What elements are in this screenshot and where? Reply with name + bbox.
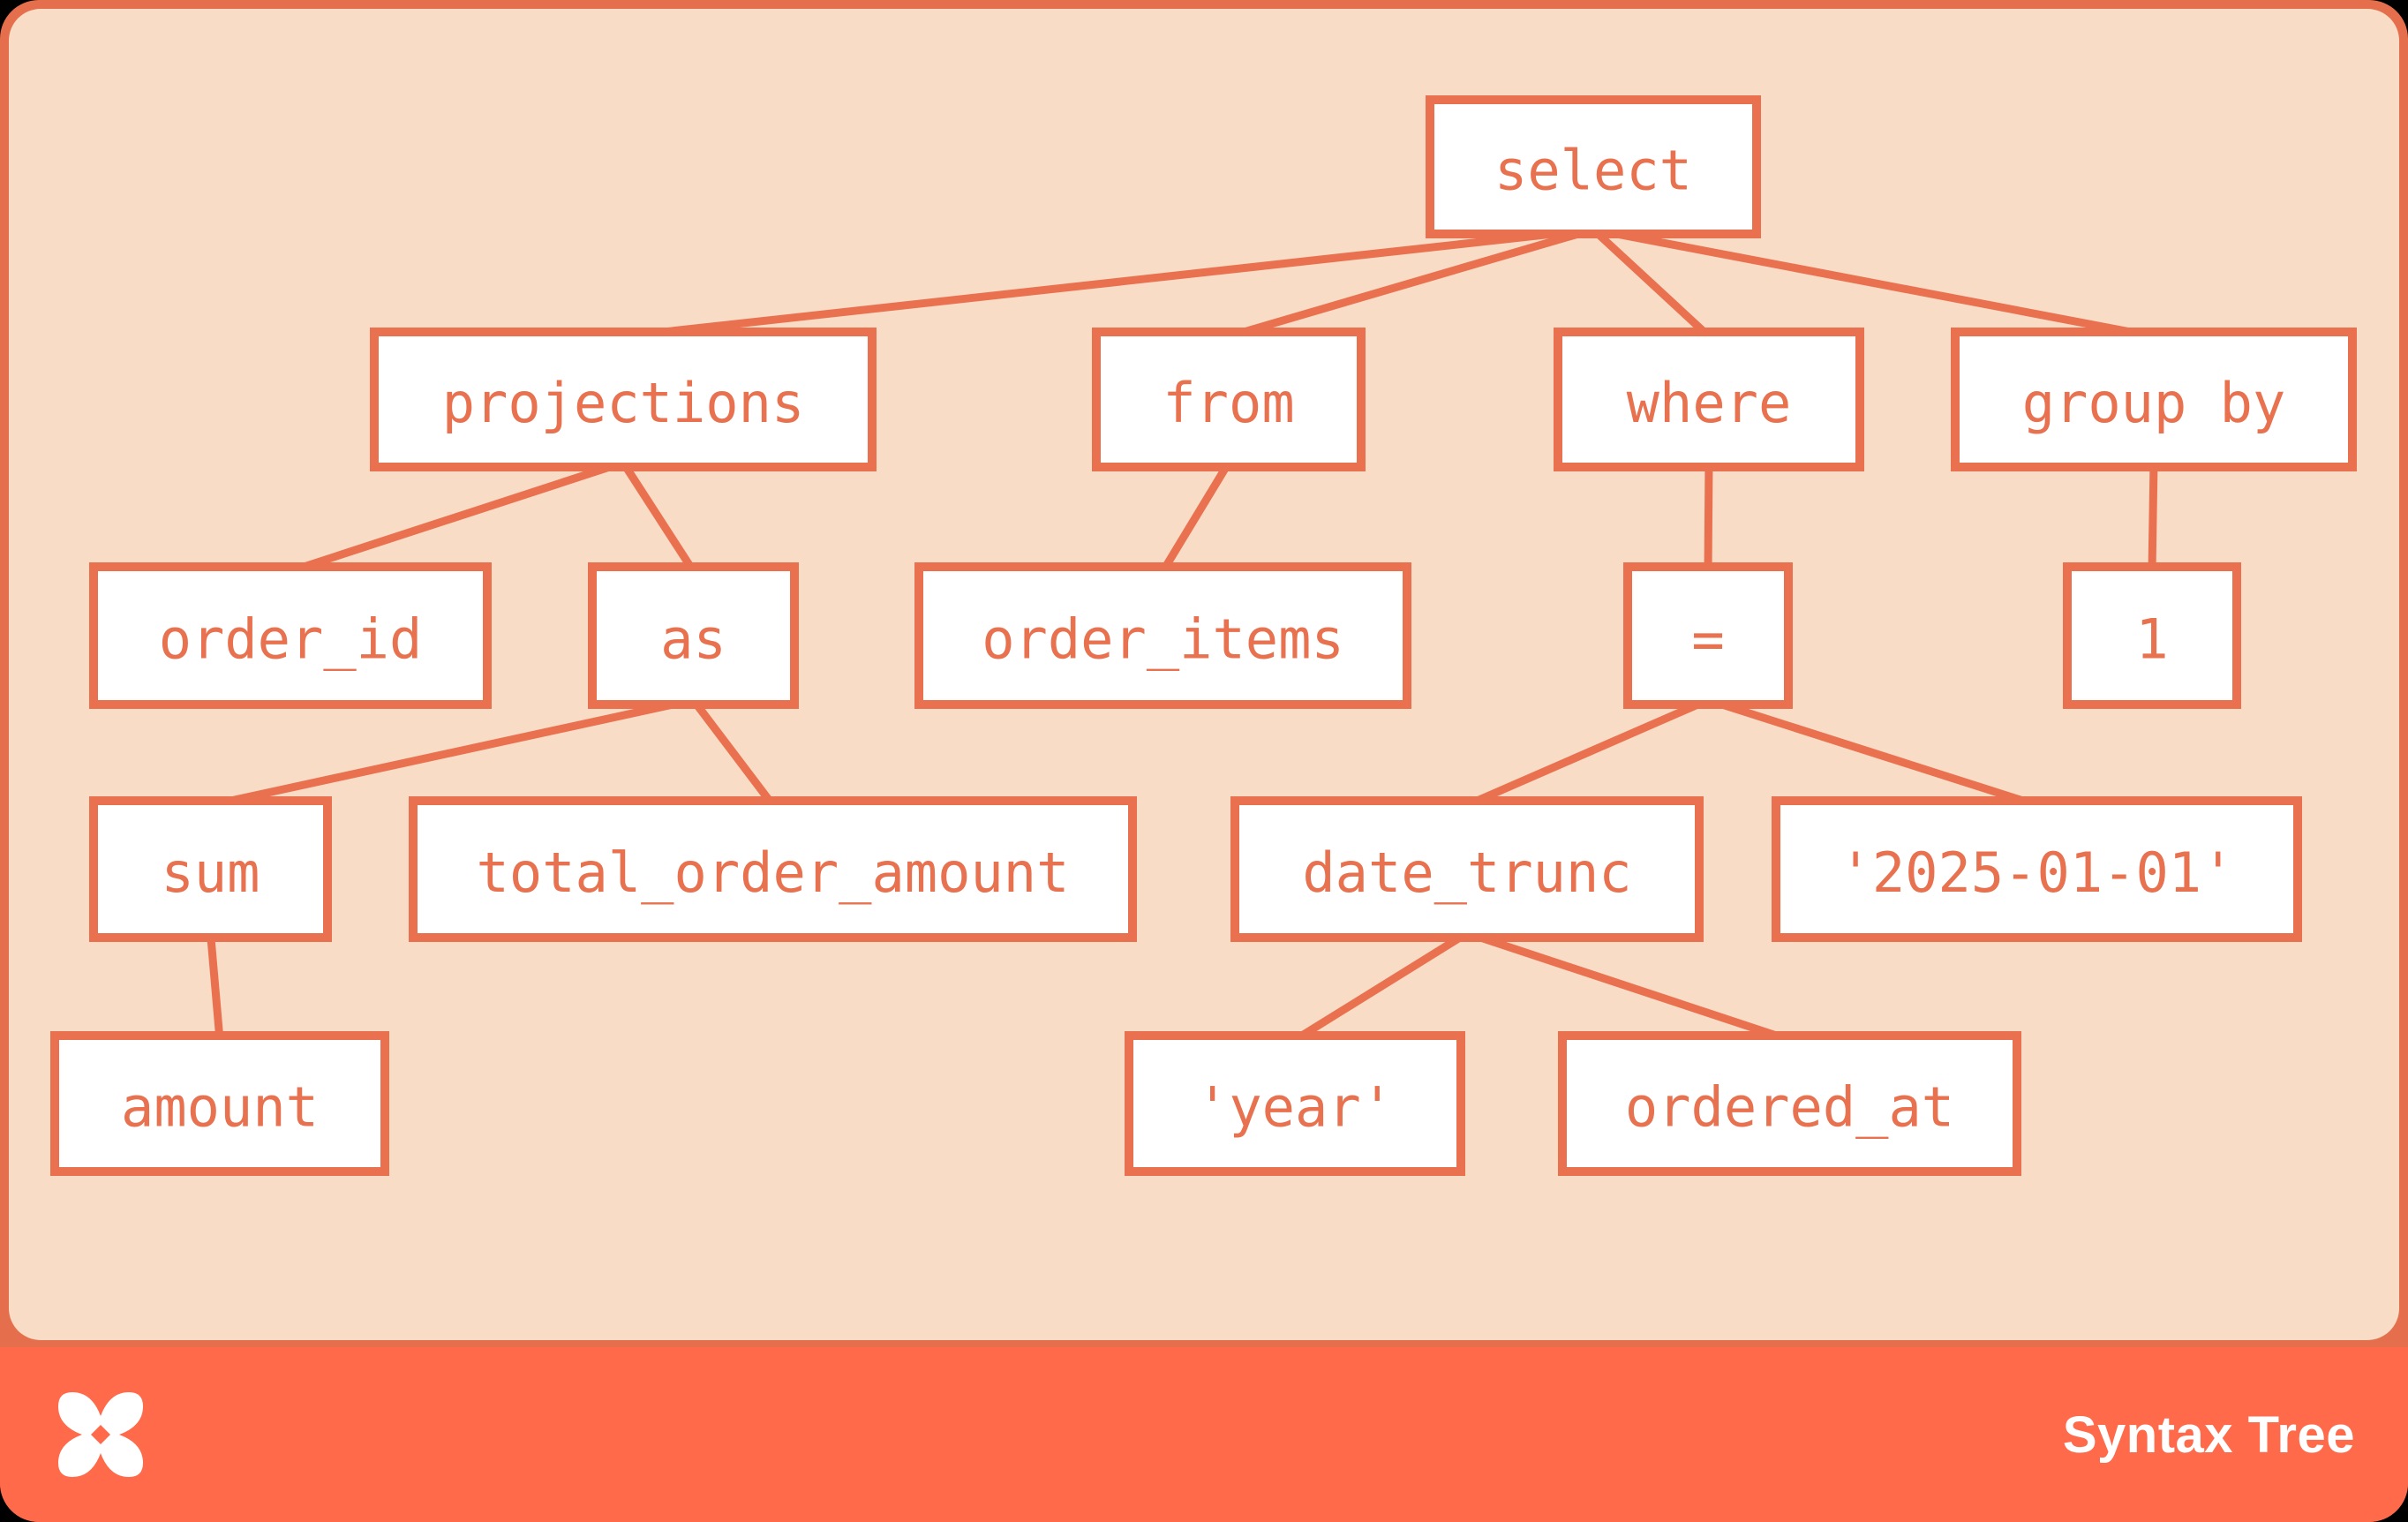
tree-node-as	[588, 562, 799, 709]
tree-node-date_literal	[1772, 796, 2302, 942]
tree-edge-select-group_by	[1592, 225, 2155, 341]
tree-node-label-date_trunc: date_trunc	[1302, 840, 1631, 905]
tree-node-amount	[50, 1031, 389, 1176]
tree-edge-sum-amount	[207, 932, 224, 1041]
tree-node-order_id	[89, 562, 492, 709]
tree-edge-projections-as	[620, 460, 697, 574]
tree-node-label-order_items: order_items	[982, 607, 1344, 672]
tree-edge-select-projections	[622, 225, 1594, 341]
tree-edges	[207, 225, 2158, 1044]
tree-node-from	[1092, 328, 1366, 471]
tree-edge-eq-date_literal	[1706, 696, 2038, 810]
tree-node-label-ordered_at: ordered_at	[1625, 1075, 1954, 1140]
tree-node-sum	[89, 796, 332, 942]
tree-nodes: select projections from where group by order_…	[50, 95, 2357, 1176]
tree-node-year_literal	[1125, 1031, 1465, 1176]
tree-node-label-year_literal: 'year'	[1196, 1075, 1394, 1140]
tree-edge-where-eq	[1704, 462, 1713, 572]
tree-node-label-amount: amount	[121, 1075, 319, 1140]
tree-node-group_by	[1951, 328, 2357, 471]
tree-node-label-select: select	[1494, 139, 1692, 203]
tree-node-label-group_by: group by	[2022, 371, 2286, 435]
tree-node-label-one: 1	[2135, 607, 2168, 672]
tree-node-label-from: from	[1163, 371, 1294, 435]
tree-node-where	[1554, 328, 1864, 471]
tree-edge-as-sum	[209, 696, 695, 810]
tree-node-eq	[1623, 562, 1793, 709]
tree-node-total_order_amount	[409, 796, 1137, 942]
tree-edge-date_trunc-year_literal	[1292, 930, 1470, 1044]
tree-node-order_items	[914, 562, 1411, 709]
tree-node-label-projections: projections	[442, 371, 805, 435]
bottom-bar: Syntax Tree	[0, 1347, 2408, 1522]
tree-node-label-sum: sum	[162, 840, 260, 905]
badge-label: Syntax Tree	[2062, 1405, 2355, 1464]
tree-edge-group_by-one	[2148, 462, 2158, 572]
tree-node-label-where: where	[1627, 371, 1792, 435]
tree-node-date_trunc	[1230, 796, 1704, 942]
tree-node-projections	[370, 328, 877, 471]
tree-node-ordered_at	[1558, 1031, 2021, 1176]
tree-node-label-as: as	[660, 607, 726, 672]
tree-edge-select-from	[1227, 225, 1595, 341]
dbt-logo-icon	[58, 1392, 143, 1477]
tree-edge-eq-date_trunc	[1465, 696, 1710, 810]
tree-edge-select-where	[1590, 226, 1712, 340]
tree-node-label-total_order_amount: total_order_amount	[477, 840, 1070, 905]
tree-edge-from-order_items	[1159, 460, 1232, 574]
tree-node-label-date_literal: '2025-01-01'	[1840, 840, 2235, 905]
tree-node-select	[1426, 95, 1761, 238]
tree-edge-as-total_order_amount	[689, 697, 777, 808]
tree-node-one	[2063, 562, 2241, 709]
tree-edge-date_trunc-ordered_at	[1465, 929, 1791, 1044]
tree-node-label-eq: =	[1691, 607, 1724, 672]
tree-node-label-order_id: order_id	[159, 607, 423, 672]
tree-edge-projections-order_id	[289, 458, 625, 576]
